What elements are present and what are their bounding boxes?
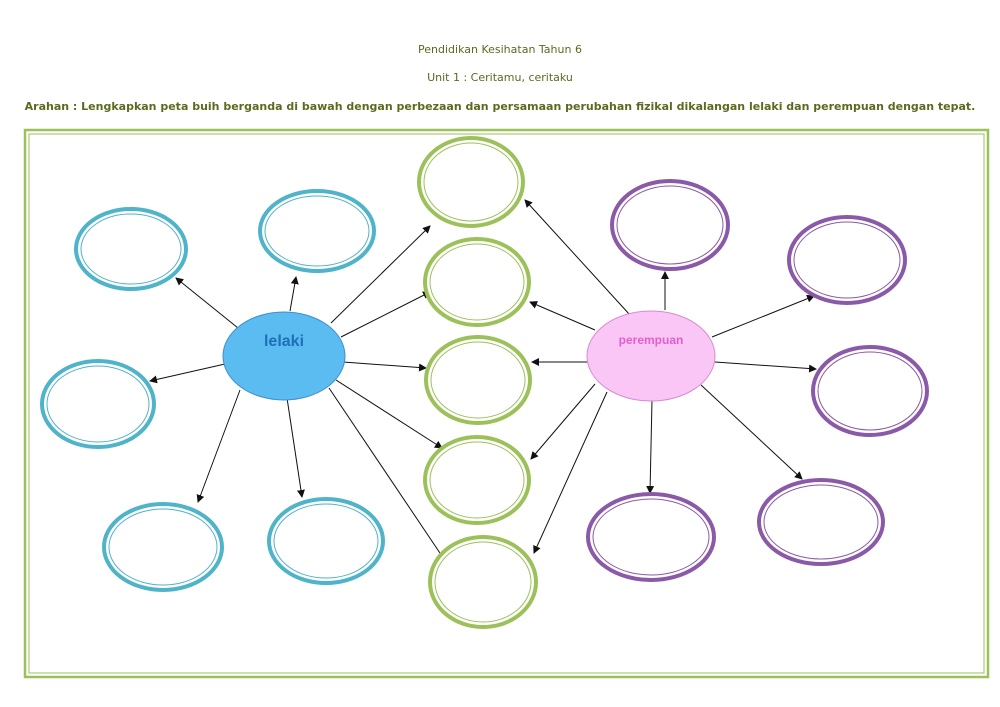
frame-outer [23, 128, 990, 679]
lelaki-label: lelaki [264, 333, 304, 350]
page-title: Pendidikan Kesihatan Tahun 6 [418, 43, 582, 56]
lelaki-bubble-1[interactable] [74, 207, 188, 291]
arrow [530, 383, 596, 460]
lelaki-arrows [149, 225, 447, 563]
perempuan-label: perempuan [619, 333, 684, 347]
lelaki-bubble-5[interactable] [267, 497, 385, 585]
lelaki-bubbles [40, 189, 385, 592]
middle-bubble-5[interactable] [428, 535, 538, 629]
lelaki-bubbles-inner [46, 195, 379, 586]
perempuan-bubble-3[interactable] [811, 345, 929, 437]
perempuan-bubble-1[interactable] [610, 179, 730, 271]
perempuan-bubbles-inner [592, 185, 923, 576]
arrow [330, 225, 431, 324]
lelaki-bubble-4[interactable] [102, 502, 224, 592]
perempuan-center-bubble [586, 310, 716, 402]
arrow [149, 363, 226, 384]
arrow [529, 301, 596, 331]
arrow [524, 199, 631, 316]
arrow [533, 391, 608, 554]
perempuan-bubble-2[interactable] [787, 215, 907, 305]
perempuan-bubble-4[interactable] [757, 478, 885, 566]
perempuan-bubble-5[interactable] [586, 492, 716, 582]
middle-bubble-3[interactable] [424, 335, 532, 425]
middle-bubble-1[interactable] [417, 136, 525, 228]
arrow [286, 397, 305, 498]
arrow [289, 276, 299, 312]
arrow [714, 361, 817, 373]
middle-bubbles [417, 136, 538, 629]
arrow [196, 389, 241, 503]
arrow [342, 361, 427, 372]
middle-bubble-4[interactable] [423, 435, 531, 525]
arrow [175, 277, 239, 329]
lelaki-bubble-2[interactable] [258, 189, 376, 273]
instruction-text: Arahan : Lengkapkan peta buih berganda d… [24, 100, 976, 113]
arrow [340, 291, 431, 338]
arrow [328, 387, 447, 563]
middle-bubble-2[interactable] [423, 237, 531, 327]
arrow [335, 379, 443, 449]
middle-bubbles-inner [423, 142, 532, 623]
page-subtitle: Unit 1 : Ceritamu, ceritaku [427, 71, 573, 84]
perempuan-bubbles [586, 179, 929, 582]
arrow [646, 399, 655, 494]
perempuan-arrows [524, 199, 817, 554]
lelaki-bubble-3[interactable] [40, 359, 156, 449]
arrow [700, 384, 803, 480]
frame-inner [28, 133, 985, 674]
arrow [711, 294, 815, 338]
lelaki-center-bubble [222, 311, 346, 401]
